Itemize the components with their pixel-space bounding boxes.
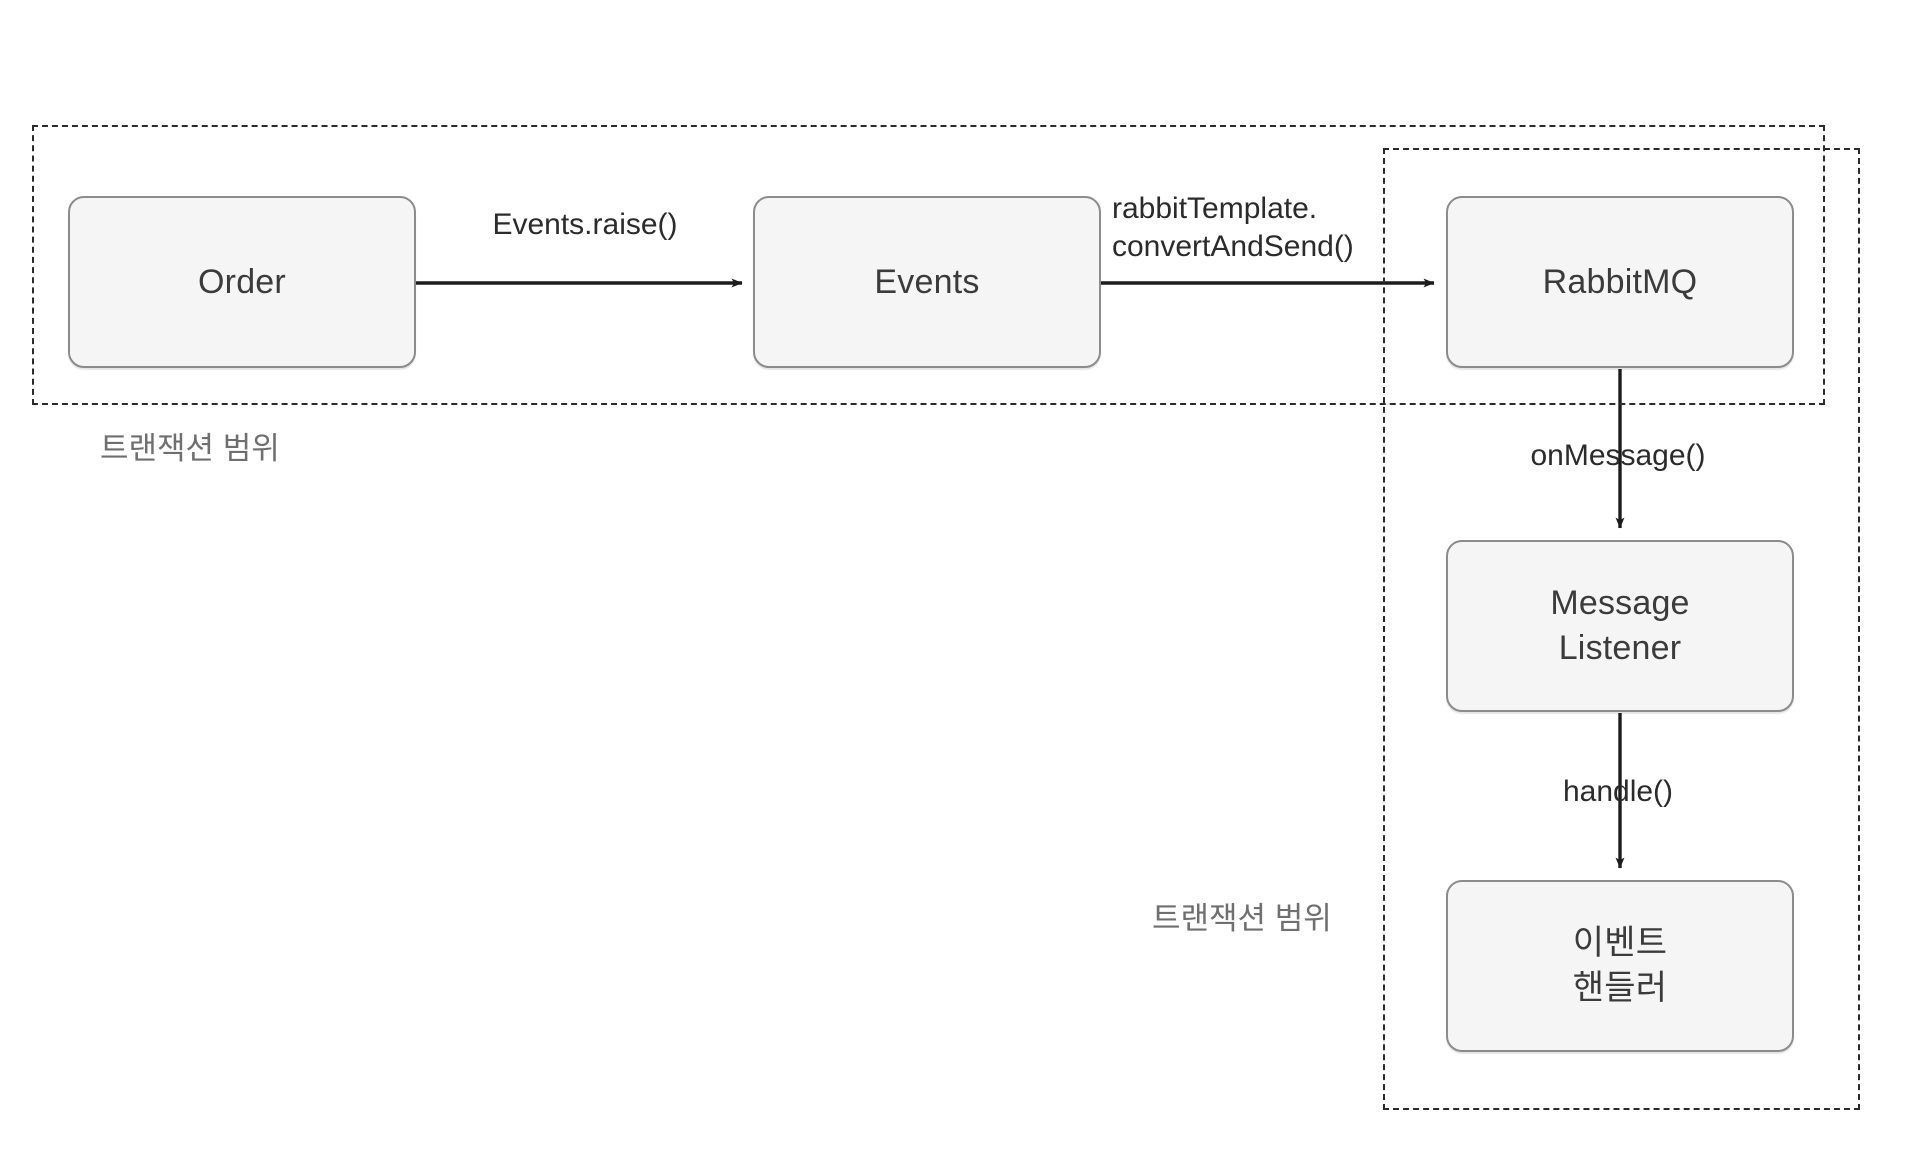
boundary-consumer-transaction-scope [1383, 148, 1860, 1110]
boundary-producer-transaction-scope [32, 125, 1825, 405]
node-event-handler[interactable]: 이벤트 핸들러 [1446, 880, 1794, 1052]
edge-label-listener-to-event-handler: handle() [1562, 775, 1674, 808]
node-order-label: Order [198, 262, 286, 301]
node-event-handler-label: 이벤트 핸들러 [1572, 924, 1668, 1007]
caption-consumer-transaction-scope: 트랜잭션 범위 [1152, 901, 1332, 936]
node-message-listener[interactable]: Message Listener [1446, 540, 1794, 712]
caption-producer-transaction-scope: 트랜잭션 범위 [100, 431, 280, 466]
node-events-label: Events [874, 262, 980, 301]
node-rabbitmq[interactable]: RabbitMQ [1446, 196, 1794, 368]
node-rabbitmq-label: RabbitMQ [1542, 262, 1698, 301]
edge-label-events-to-rabbitmq: rabbitTemplate. convertAndSend() [1112, 192, 1354, 263]
node-message-listener-label: Message Listener [1550, 584, 1690, 667]
edge-label-order-to-events: Events.raise() [492, 208, 678, 241]
node-events[interactable]: Events [753, 196, 1101, 368]
node-order[interactable]: Order [68, 196, 416, 368]
edge-label-rabbitmq-to-message-listener: onMessage() [1530, 439, 1706, 472]
